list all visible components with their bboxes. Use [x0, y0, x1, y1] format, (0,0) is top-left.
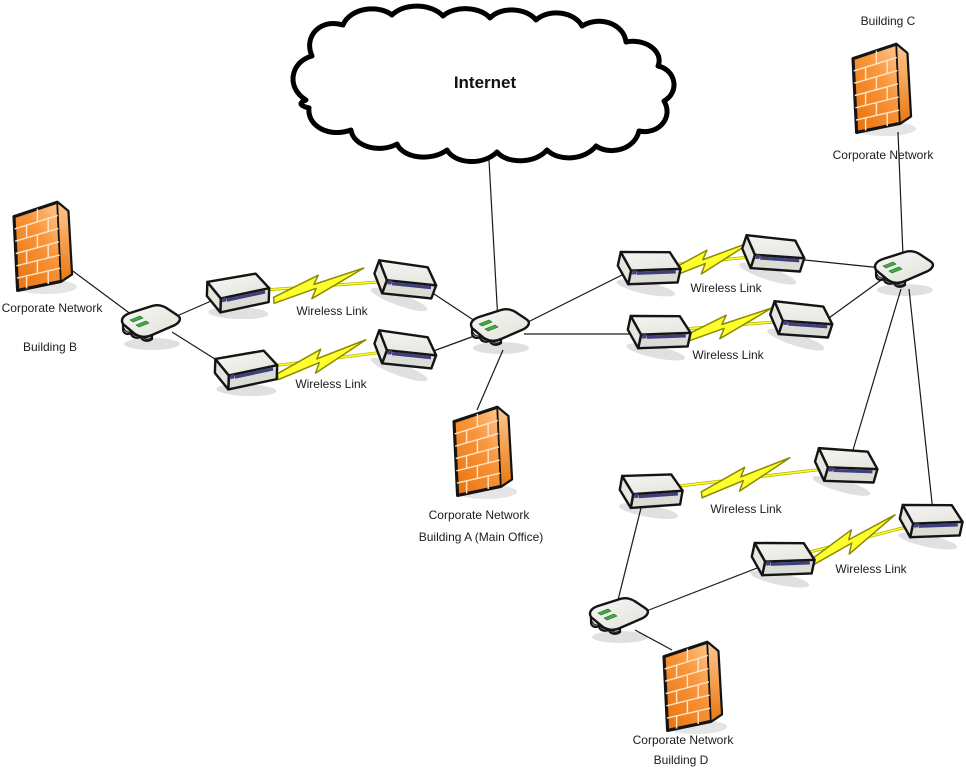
wireless-link-label: Wireless Link [690, 281, 762, 295]
wireless-link-label: Wireless Link [710, 502, 782, 516]
building-a-name-label: Building A (Main Office) [419, 530, 544, 544]
wireless-link [249, 267, 393, 305]
building-c-name-label: Building C [861, 14, 916, 28]
wireless-bridge-icon [761, 290, 839, 357]
wireless-link-label: Wireless Link [295, 377, 367, 391]
wireless-link [661, 456, 834, 499]
wireless-bridge-icon [204, 270, 272, 322]
connection-line [908, 288, 934, 513]
firewall-building-c-icon [851, 42, 918, 138]
router-building-b-icon [120, 303, 182, 352]
wireless-bridge-icon [807, 436, 883, 502]
connection-line [821, 277, 885, 324]
wired-connections [57, 131, 934, 651]
firewall-building-a-icon [452, 405, 519, 501]
firewall-building-d-icon [662, 640, 729, 736]
connection-line [635, 562, 771, 616]
labels: Building C Corporate Network Corporate N… [2, 14, 935, 767]
building-d-name-label: Building D [654, 753, 709, 767]
wireless-bridge-icon [614, 464, 687, 524]
wireless-link [793, 514, 919, 566]
internet-label: Internet [454, 73, 517, 92]
connection-line [849, 288, 902, 461]
lightning-bolt-icon [679, 307, 775, 345]
connection-line [897, 131, 904, 257]
wireless-link-label: Wireless Link [835, 562, 907, 576]
firewall-building-b-icon [12, 200, 79, 296]
cloud-icon [290, 3, 677, 164]
wireless-link-label: Wireless Link [692, 348, 764, 362]
router-building-c-icon [873, 249, 935, 298]
connection-line [616, 499, 644, 605]
wireless-bridge-icon [733, 224, 811, 291]
wireless-links [249, 240, 919, 566]
wireless-bridge-icon [212, 347, 280, 399]
building-a-network-label: Corporate Network [429, 508, 531, 522]
wireless-bridge-icon [365, 249, 443, 317]
router-building-d-icon [588, 596, 650, 645]
wireless-link [669, 307, 789, 345]
connection-line [488, 159, 499, 323]
wireless-bridge-icon [611, 240, 686, 302]
connection-line [476, 349, 504, 411]
connection-line [794, 258, 883, 269]
internet-cloud: Internet [290, 3, 677, 164]
lightning-bolt-icon [271, 267, 367, 305]
wireless-bridge-icon [745, 531, 820, 593]
building-d-network-label: Corporate Network [633, 733, 735, 747]
router-building-a-icon [469, 307, 531, 356]
lightning-bolt-icon [273, 338, 371, 381]
wireless-link-label: Wireless Link [296, 304, 368, 318]
building-b-network-label: Corporate Network [2, 301, 104, 315]
building-b-name-label: Building B [23, 340, 77, 354]
building-c-network-label: Corporate Network [833, 148, 935, 162]
connection-line [521, 271, 629, 326]
lightning-bolt-icon [697, 456, 795, 499]
lightning-bolt-icon [805, 514, 903, 566]
wireless-link [255, 338, 393, 381]
connection-line [427, 334, 478, 354]
wireless-bridge-icon [621, 304, 696, 366]
wireless-bridge-icon [365, 319, 443, 387]
wireless-bridge-icon [893, 493, 966, 555]
